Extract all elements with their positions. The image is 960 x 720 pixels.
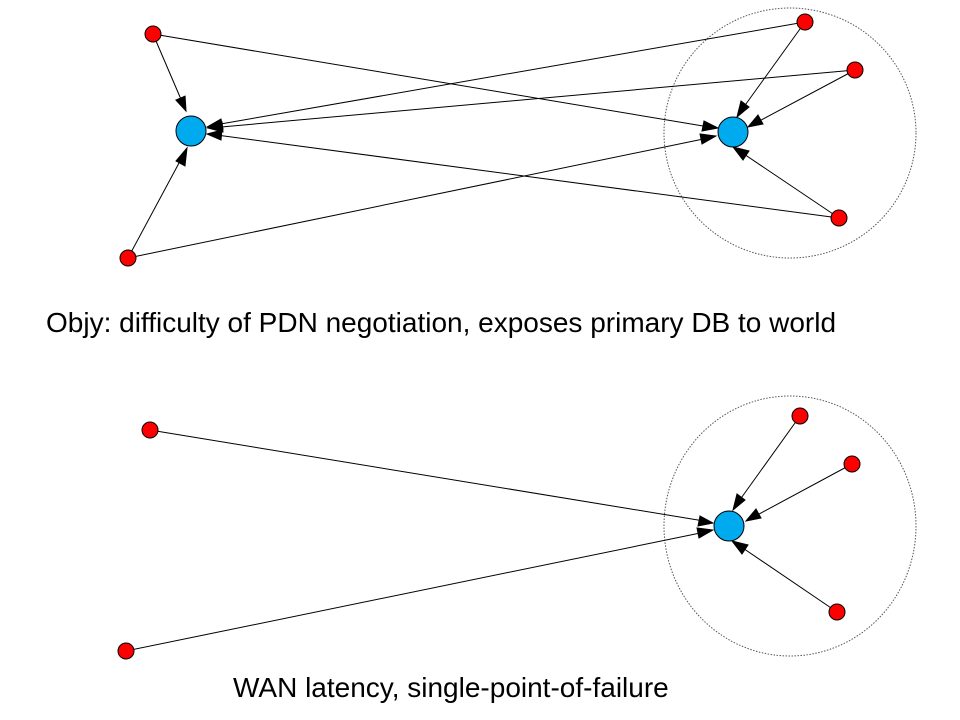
top-arrowhead [175, 146, 188, 167]
top-nodes [119, 13, 864, 267]
peer-node [791, 407, 809, 425]
top-arrowhead [175, 95, 187, 113]
server-node [175, 115, 207, 147]
server-node [717, 116, 749, 148]
top-arrowhead [736, 100, 750, 119]
peer-node [119, 249, 137, 267]
bottom-diagram-caption: WAN latency, single-point-of-failure [233, 672, 669, 703]
top-edge [749, 69, 856, 127]
bottom-arrowhead [730, 540, 749, 555]
peer-node [144, 25, 162, 43]
bottom-edge [747, 463, 853, 521]
bottom-nodes [117, 407, 861, 660]
peer-node [141, 421, 159, 439]
peer-node [796, 13, 814, 31]
bottom-edge [733, 415, 801, 509]
top-edge [734, 147, 840, 219]
bottom-arrowhead [696, 527, 715, 539]
top-edges [127, 21, 856, 259]
top-arrowhead [205, 129, 223, 141]
top-arrowhead [206, 121, 224, 133]
server-node [713, 510, 745, 542]
bottom-edges [125, 415, 853, 652]
top-arrowhead [701, 120, 720, 132]
bottom-arrowhead [732, 493, 746, 512]
top-edge [209, 69, 856, 129]
top-arrowhead [731, 146, 750, 161]
top-site-boundary [663, 7, 917, 259]
bottom-edge [149, 429, 711, 523]
peer-node [117, 642, 135, 660]
top-edge [737, 21, 806, 116]
bottom-site-boundary [663, 395, 917, 657]
peer-node [830, 209, 848, 227]
top-diagram-caption: Objy: difficulty of PDN negotiation, exp… [46, 307, 837, 338]
bottom-diagram [117, 395, 917, 660]
bottom-edge [733, 541, 838, 613]
top-arrowhead [746, 114, 764, 128]
bottom-arrowhead [697, 515, 715, 527]
top-edge [127, 136, 714, 259]
bottom-arrowhead [744, 508, 762, 522]
peer-node [846, 61, 864, 79]
top-diagram [119, 7, 917, 267]
bottom-edge [125, 530, 711, 652]
peer-node [843, 455, 861, 473]
top-arrowhead [699, 133, 718, 145]
top-edge [208, 21, 806, 127]
peer-node [828, 603, 846, 621]
top-edge [152, 33, 716, 129]
top-edge [208, 133, 840, 219]
top-edge [127, 149, 187, 259]
